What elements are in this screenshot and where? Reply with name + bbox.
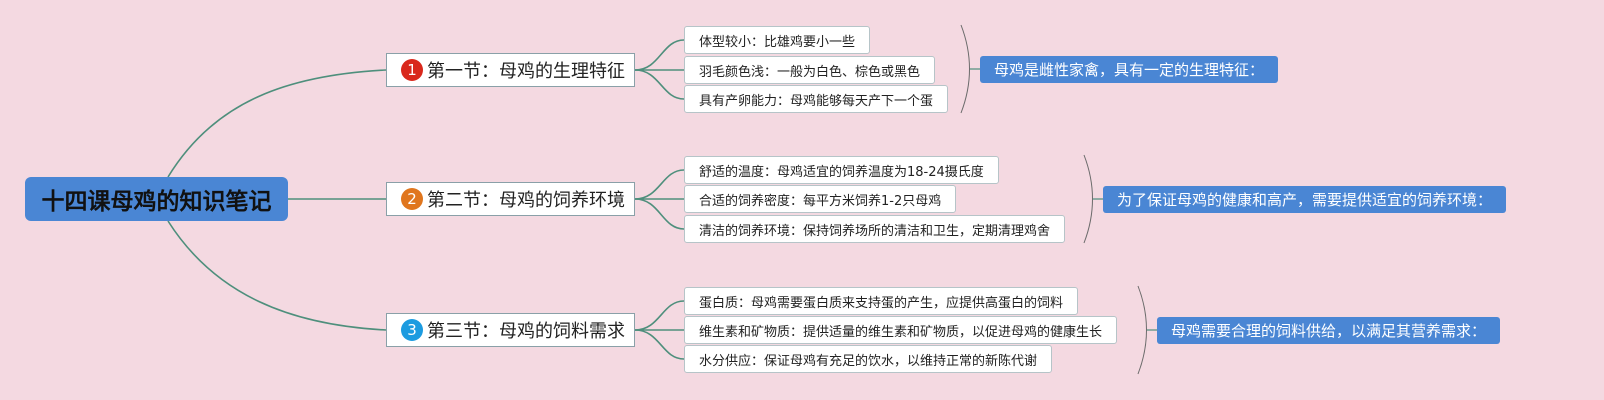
section-title: 第二节：母鸡的饲养环境: [427, 190, 625, 211]
section-1-summary[interactable]: 母鸡是雌性家禽，具有一定的生理特征：: [980, 56, 1279, 83]
section-3-topic[interactable]: 3 第三节：母鸡的饲料需求: [386, 313, 635, 347]
number-badge-1: 1: [401, 59, 423, 81]
item-text: 清洁的饲养环境：保持饲养场所的清洁和卫生，定期清理鸡舍: [699, 223, 1051, 239]
root-to-section-1: [167, 69, 387, 178]
item-text: 水分供应：保证母鸡有充足的饮水，以维持正常的新陈代谢: [699, 353, 1038, 369]
section-3-item-1[interactable]: 蛋白质：母鸡需要蛋白质来支持蛋的产生，应提供高蛋白的饲料: [684, 287, 1079, 315]
section-2-item-3[interactable]: 清洁的饲养环境：保持饲养场所的清洁和卫生，定期清理鸡舍: [684, 215, 1066, 243]
summary-text: 为了保证母鸡的健康和高产，需要提供适宜的饲养环境：: [1117, 191, 1493, 209]
section-3-item-2[interactable]: 维生素和矿物质：提供适量的维生素和矿物质，以促进母鸡的健康生长: [684, 316, 1118, 344]
item-text: 羽毛颜色浅：一般为白色、棕色或黑色: [699, 64, 921, 80]
section-1-item-1[interactable]: 体型较小：比雄鸡要小一些: [684, 26, 871, 54]
item-text: 合适的饲养密度：每平方米饲养1-2只母鸡: [699, 193, 942, 209]
root-title: 十四课母鸡的知识笔记: [41, 189, 272, 215]
item-text: 蛋白质：母鸡需要蛋白质来支持蛋的产生，应提供高蛋白的饲料: [699, 295, 1064, 311]
section-2-summary[interactable]: 为了保证母鸡的健康和高产，需要提供适宜的饲养环境：: [1103, 186, 1507, 213]
summary-text: 母鸡是雌性家禽，具有一定的生理特征：: [994, 61, 1265, 79]
section-1-item-2[interactable]: 羽毛颜色浅：一般为白色、棕色或黑色: [684, 56, 936, 84]
section-3-item-3[interactable]: 水分供应：保证母鸡有充足的饮水，以维持正常的新陈代谢: [684, 345, 1053, 373]
section-1-item-3[interactable]: 具有产卵能力：母鸡能够每天产下一个蛋: [684, 85, 949, 113]
section-2-topic[interactable]: 2 第二节：母鸡的饲养环境: [386, 182, 635, 216]
section-title: 第三节：母鸡的饲料需求: [427, 321, 625, 342]
number-badge-2: 2: [401, 188, 423, 210]
section-3-summary[interactable]: 母鸡需要合理的饲料供给，以满足其营养需求：: [1157, 317, 1501, 344]
summary-brace-2: [1083, 154, 1093, 244]
summary-brace-3: [1137, 285, 1147, 375]
section-2-item-1[interactable]: 舒适的温度：母鸡适宜的饲养温度为18-24摄氏度: [684, 156, 999, 184]
item-text: 具有产卵能力：母鸡能够每天产下一个蛋: [699, 93, 934, 109]
root-to-section-3: [167, 220, 387, 331]
section-2-item-2[interactable]: 合适的饲养密度：每平方米饲养1-2只母鸡: [684, 185, 957, 213]
summary-brace-1: [960, 24, 970, 114]
item-text: 维生素和矿物质：提供适量的维生素和矿物质，以促进母鸡的健康生长: [699, 324, 1103, 340]
item-text: 体型较小：比雄鸡要小一些: [699, 34, 856, 50]
section-1-topic[interactable]: 1 第一节：母鸡的生理特征: [386, 53, 635, 87]
section-title: 第一节：母鸡的生理特征: [427, 61, 625, 82]
number-badge-3: 3: [401, 319, 423, 341]
root-topic[interactable]: 十四课母鸡的知识笔记: [25, 177, 288, 221]
item-text: 舒适的温度：母鸡适宜的饲养温度为18-24摄氏度: [699, 164, 984, 180]
summary-text: 母鸡需要合理的饲料供给，以满足其营养需求：: [1171, 322, 1487, 340]
